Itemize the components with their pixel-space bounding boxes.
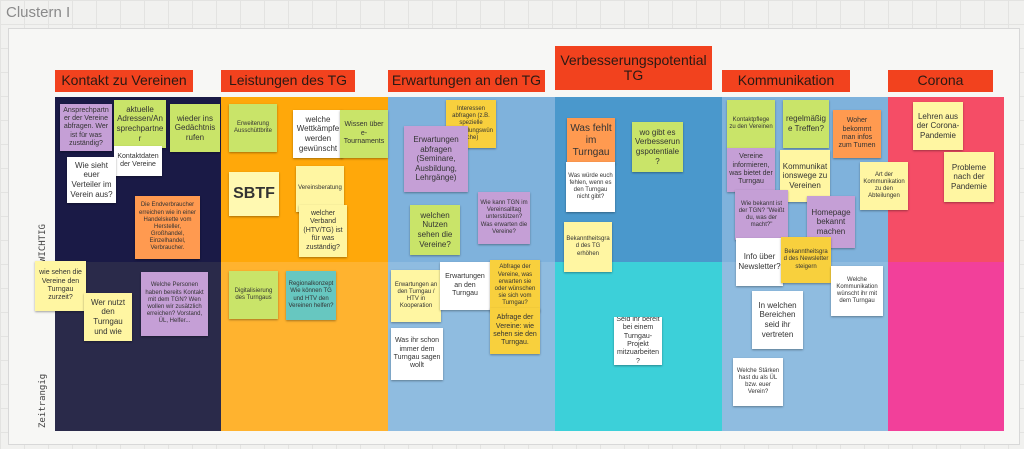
sticky-note[interactable]: welche Wettkämpfe werden gewünscht — [293, 110, 343, 158]
sticky-note[interactable]: Vereinsberatung — [296, 166, 344, 212]
sticky-note[interactable]: Bekanntheitsgrad des TG erhöhen — [564, 222, 612, 272]
header-corona[interactable]: Corona — [888, 70, 993, 92]
band-zeitrangig-6 — [888, 262, 1004, 431]
header-leistungen-des-tg[interactable]: Leistungen des TG — [221, 70, 355, 92]
sticky-note[interactable]: Welche Personen haben bereits Kontakt mi… — [141, 272, 208, 336]
sticky-note[interactable]: Erwartungen abfragen (Seminare, Ausbildu… — [404, 126, 468, 192]
sticky-note[interactable]: Abfrage der Vereine, was erwarten sie od… — [490, 260, 540, 312]
header-erwartungen-an-den-tg[interactable]: Erwartungen an den TG — [388, 70, 545, 92]
sticky-note[interactable]: Was ihr schon immer dem Turngau sagen wo… — [391, 328, 443, 380]
row-label-wichtig: WICHTIG — [38, 224, 48, 262]
sticky-note[interactable]: Welche Stärken hast du als ÜL bzw. euer … — [733, 358, 783, 406]
sticky-note[interactable]: Welche Kommunikation wünscht ihr mit dem… — [831, 266, 883, 316]
sticky-note[interactable]: Abfrage der Vereine: wie sehen sie den T… — [490, 308, 540, 354]
sticky-note[interactable]: welcher Verband (HTV/TG) ist für was zus… — [299, 205, 347, 257]
row-label-zeitrangig: Zeitrangig — [38, 373, 48, 428]
sticky-note[interactable]: wo gibt es Verbesserungspotentiale? — [632, 122, 683, 172]
header-verbesserungspotential-tg[interactable]: Verbesserungspotential TG — [555, 46, 712, 90]
sticky-note[interactable]: Regionalkonzept Wie können TG und HTV de… — [286, 271, 336, 320]
sticky-note[interactable]: Digitalisierung des Turngaus — [229, 271, 278, 319]
frame-title[interactable]: Clustern I — [6, 4, 71, 21]
sticky-note[interactable]: Was fehlt im Turngau — [567, 118, 615, 164]
sticky-note[interactable]: Was würde euch fehlen, wenn es den Turng… — [566, 162, 615, 212]
sticky-note[interactable]: Ansprechpartner der Vereine abfragen. We… — [60, 104, 112, 151]
sticky-note[interactable]: Wie kann TGN im Vereinsalltag unterstütz… — [478, 192, 530, 244]
sticky-note[interactable]: Erwartungen an den Turngau — [440, 262, 490, 310]
sticky-note[interactable]: welchen Nutzen sehen die Vereine? — [410, 205, 460, 255]
sticky-note[interactable]: Kontaktpflege zu den Vereinen — [727, 100, 775, 148]
sticky-note[interactable]: regelmäßige Treffen? — [783, 100, 829, 148]
sticky-note[interactable]: SBTF — [229, 172, 279, 216]
sticky-note[interactable]: Erwartungen an den Turngau / HTV in Koop… — [391, 270, 441, 322]
header-kommunikation[interactable]: Kommunikation — [722, 70, 850, 92]
sticky-note[interactable]: Wie sieht euer Verteiler im Verein aus? — [67, 157, 116, 203]
sticky-note[interactable]: Die Endverbraucher erreichen wie in eine… — [135, 196, 200, 259]
sticky-note[interactable]: In welchen Bereichen seid ihr vertreten — [752, 291, 803, 349]
sticky-note[interactable]: Lehren aus der Corona-Pandemie — [913, 102, 963, 150]
sticky-note[interactable]: Wie bekannt ist der TGN? "Weißt du, was … — [735, 190, 788, 240]
sticky-note[interactable]: Kommunikationswege zu Vereinen — [780, 150, 830, 202]
sticky-note[interactable]: Bekanntheitsgrad des Newsletter steigern — [781, 237, 831, 283]
sticky-note[interactable]: Vereine informieren, was bietet der Turn… — [727, 148, 775, 192]
sticky-note[interactable]: wie sehen die Vereine den Turngau zurzei… — [35, 261, 86, 311]
sticky-note[interactable]: Art der Kommunikation zu den Abteilungen — [860, 162, 908, 210]
sticky-note[interactable]: Info über Newsletter? — [736, 238, 783, 286]
sticky-note[interactable]: Erweiterung Ausschüttbrite — [229, 104, 277, 152]
sticky-note[interactable]: Homepage bekannt machen — [807, 196, 855, 248]
header-kontakt-zu-vereinen[interactable]: Kontakt zu Vereinen — [55, 70, 193, 92]
sticky-note[interactable]: Kontaktdaten der Vereine — [114, 146, 162, 176]
sticky-note[interactable]: Woher bekommt man infos zum Turnen — [833, 110, 881, 158]
sticky-note[interactable]: Seid ihr bereit bei einem Turngau-Projek… — [614, 317, 662, 365]
sticky-note[interactable]: wieder ins Gedächtnis rufen — [170, 104, 220, 152]
sticky-note[interactable]: Probleme nach der Pandemie — [944, 152, 994, 202]
sticky-note[interactable]: aktuelle Adressen/Ansprechpartner — [114, 100, 166, 148]
sticky-note[interactable]: Wer nutzt den Turngau und wie — [84, 293, 132, 341]
sticky-note[interactable]: Wissen über e-Tournaments — [340, 110, 388, 158]
